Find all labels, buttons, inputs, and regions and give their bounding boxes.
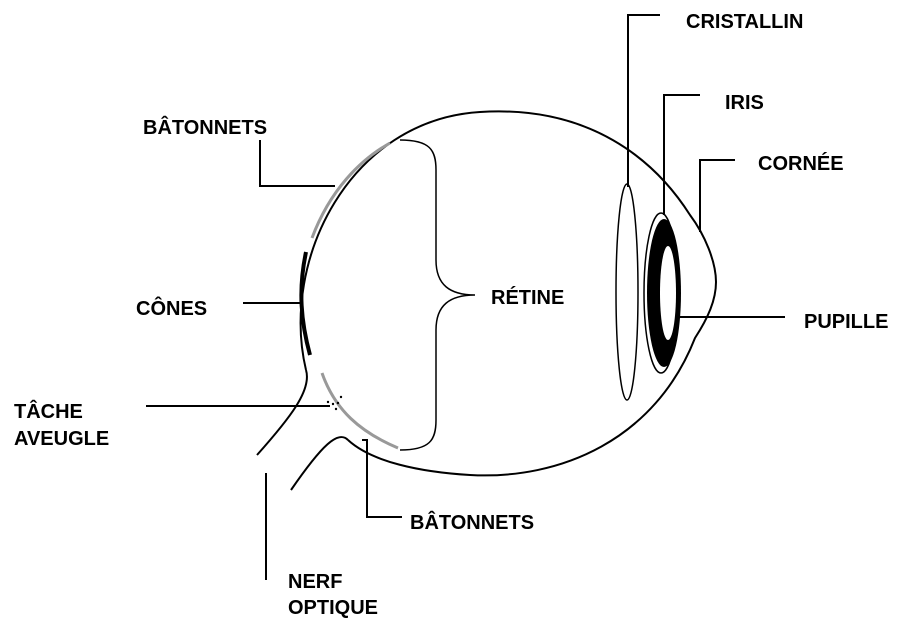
label-iris: IRIS [725, 92, 764, 114]
cones-segment [301, 252, 310, 355]
leader-lines [146, 15, 785, 580]
leader-cornee [700, 160, 735, 232]
leader-batonnets-top [260, 140, 335, 186]
label-nerf-line1: NERF [288, 571, 342, 593]
label-retine: RÉTINE [491, 286, 564, 309]
optic-nerve [257, 370, 348, 490]
rods-segments [312, 143, 398, 448]
rods-lower-segment [322, 373, 398, 448]
label-tache-line2: AVEUGLE [14, 428, 109, 450]
label-cristallin: CRISTALLIN [686, 11, 803, 33]
lens-ellipse [616, 184, 638, 400]
pupil [660, 246, 676, 340]
label-cornee: CORNÉE [758, 152, 844, 175]
leader-batonnets-bottom [362, 440, 402, 517]
label-tache-line1: TÂCHE [14, 399, 83, 423]
retina-brace [400, 140, 475, 450]
label-nerf-line2: OPTIQUE [288, 597, 378, 619]
label-pupille: PUPILLE [804, 311, 888, 333]
label-batonnets-bottom: BÂTONNETS [410, 510, 534, 534]
label-batonnets-top: BÂTONNETS [143, 115, 267, 139]
label-cones: CÔNES [136, 296, 207, 320]
leader-iris [664, 95, 700, 215]
